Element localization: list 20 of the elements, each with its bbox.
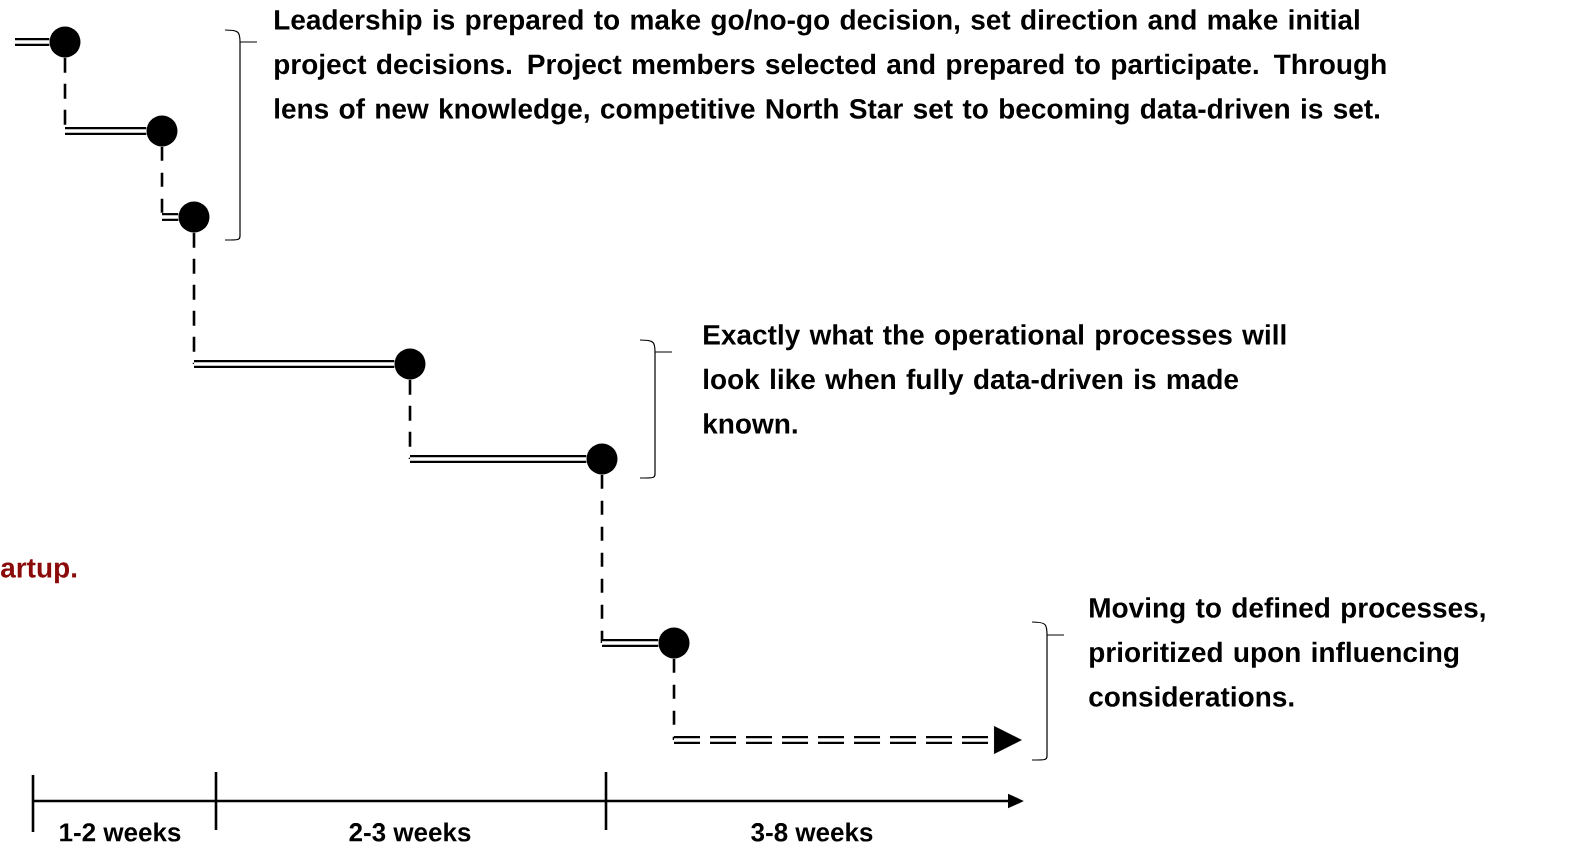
description-text: Moving to defined processes, prioritized upon influencing considerations.: [1089, 597, 1485, 707]
milestone-dot: [658, 627, 690, 659]
step-connector: [160, 146, 179, 221]
milestone-dot: [394, 348, 426, 380]
milestone-dot: [146, 115, 178, 147]
step-connector: [15, 38, 50, 46]
duration-label: 1-2 weeks: [60, 822, 181, 842]
step-connector: [408, 379, 587, 463]
step-connector: [192, 232, 395, 368]
side-note: artup.: [1, 559, 77, 584]
milestone-dot: [49, 26, 81, 58]
duration-label: 2-3 weeks: [349, 822, 471, 842]
step-connector: [63, 57, 147, 135]
duration-label: 3-8 weeks: [751, 822, 873, 842]
description-text: Exactly what the operational processes will look like when fully data-driven is made known.: [704, 324, 1286, 434]
milestone-dot: [586, 443, 618, 475]
milestone-dot: [178, 201, 210, 233]
description-text: Leadership is prepared to make go/no-go decision, set direction and make initial project decisions. Project members selected and prepared to participate. Through lens of new knowledge, competitive North Star set to becoming data-driven is set.: [275, 9, 1386, 125]
step-connector: [674, 726, 1022, 754]
step-connector: [600, 474, 659, 647]
